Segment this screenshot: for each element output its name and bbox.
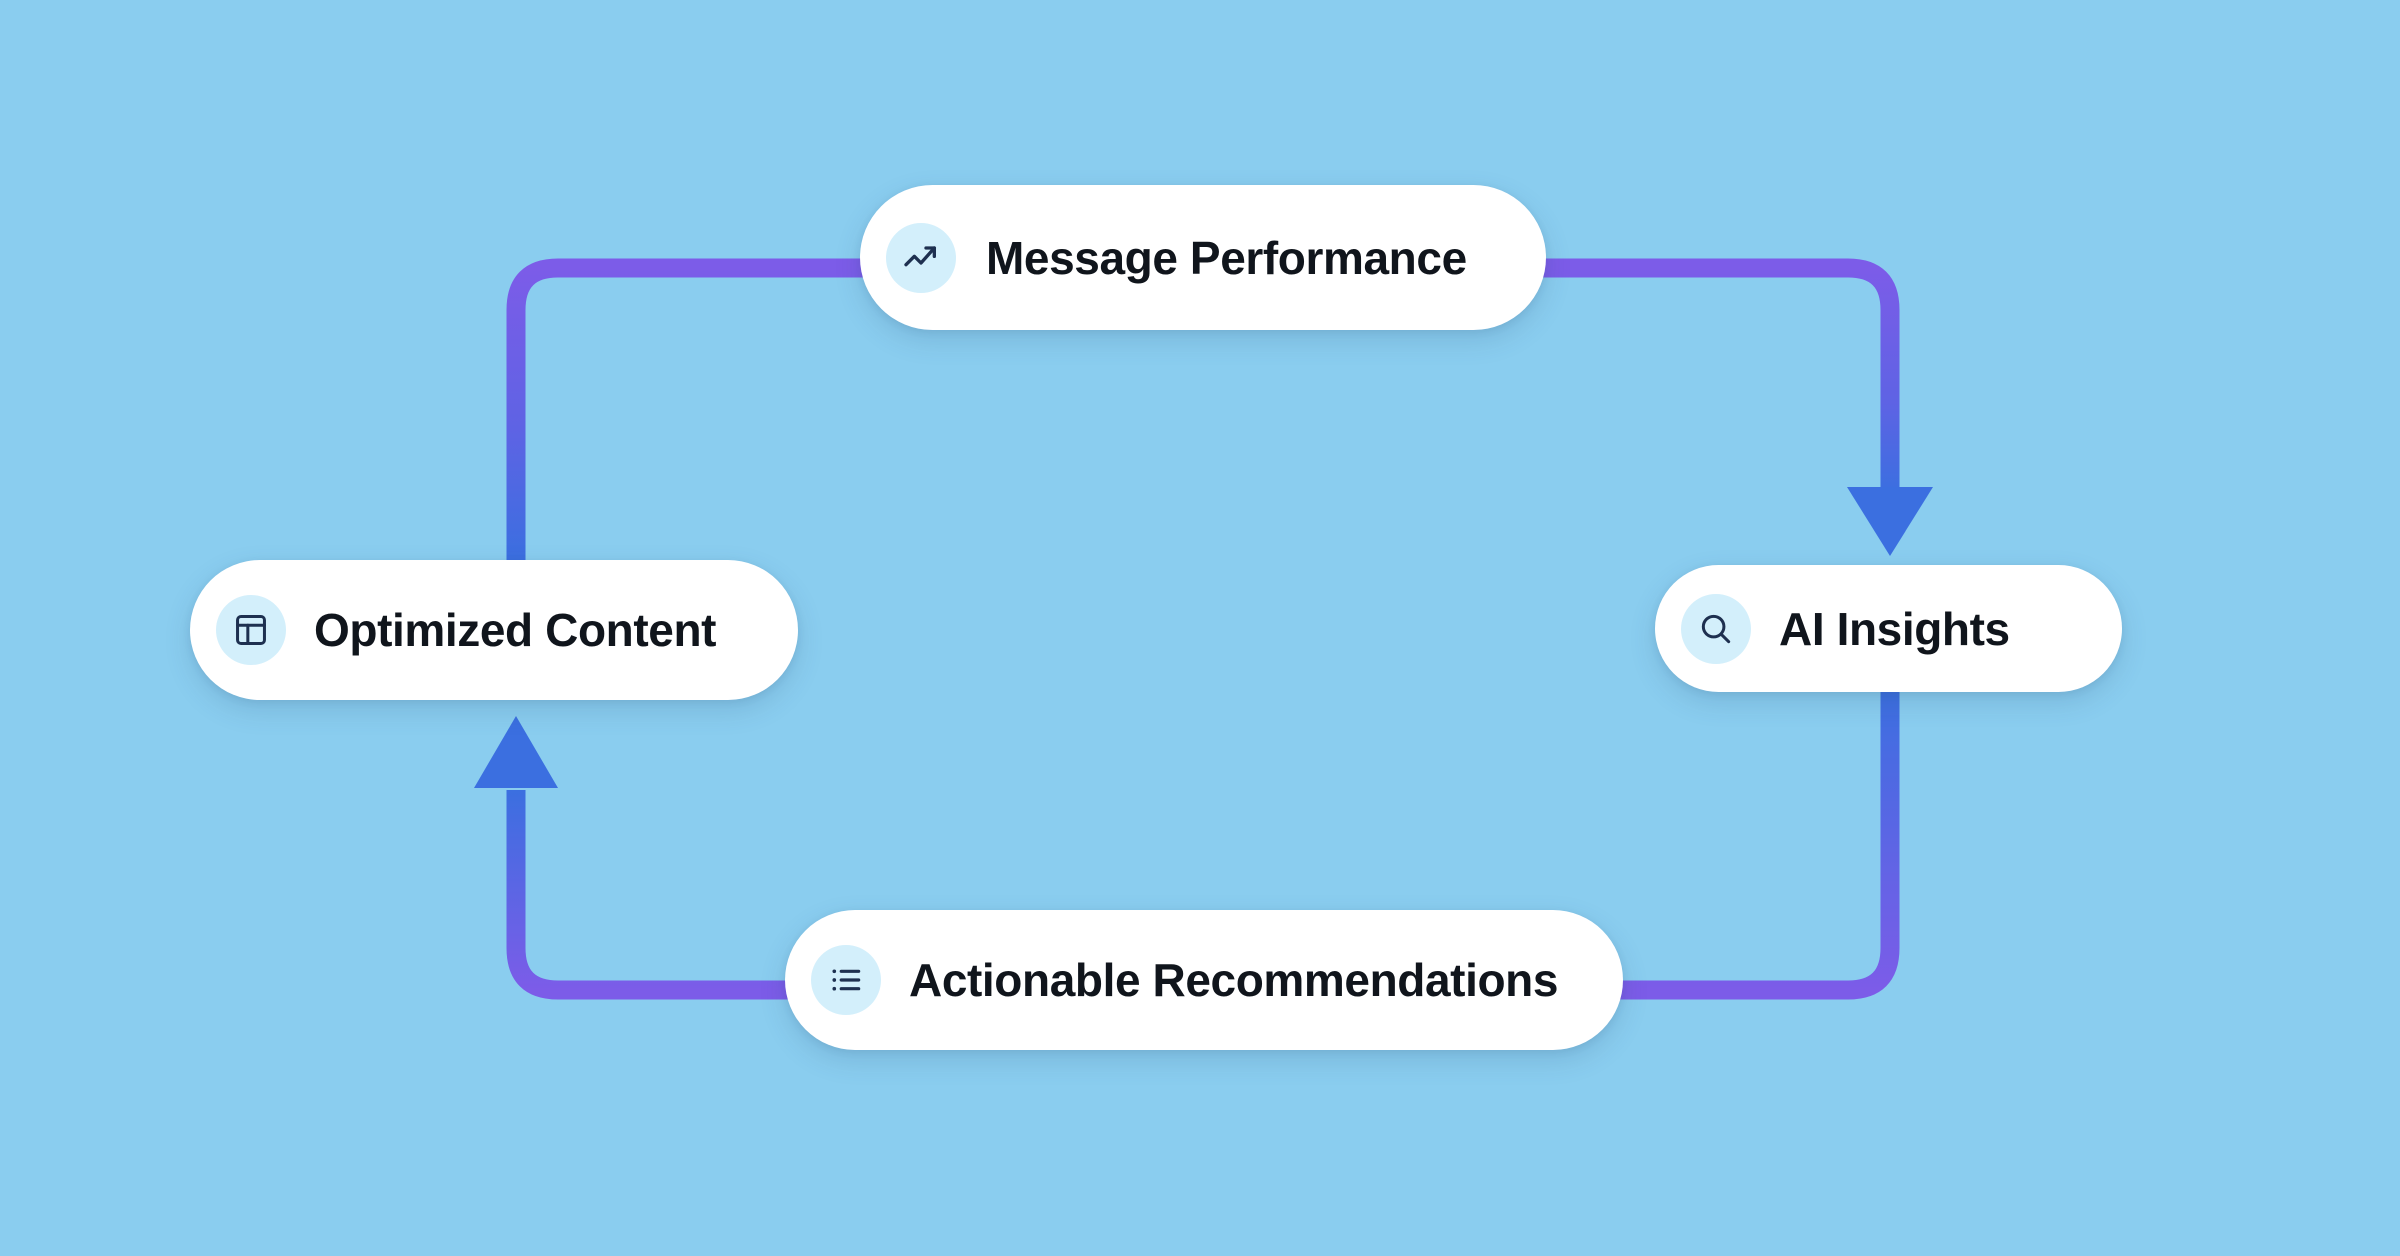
search-icon <box>1681 593 1751 664</box>
node-ai-insights[interactable]: AI Insights <box>1655 565 2122 692</box>
list-icon <box>811 945 881 1015</box>
trending-up-icon <box>886 222 956 293</box>
node-message-performance[interactable]: Message Performance <box>860 185 1546 330</box>
node-label: Actionable Recommendations <box>909 954 1559 1006</box>
node-actionable-recommendations[interactable]: Actionable Recommendations <box>785 910 1623 1050</box>
node-optimized-content[interactable]: Optimized Content <box>190 560 798 700</box>
node-label: Message Performance <box>986 231 1467 284</box>
edge-ai-to-recommendations <box>1610 688 1900 1000</box>
edge-optimized-to-message <box>506 258 880 560</box>
layout-panel-icon <box>216 595 286 665</box>
node-label: AI Insights <box>1779 602 2010 655</box>
edge-message-to-ai <box>1528 258 1900 492</box>
edge-recommendations-to-optimized <box>506 790 800 1000</box>
arrowhead-up-optimized-content <box>474 716 558 788</box>
arrowhead-down-ai-insights <box>1847 487 1933 556</box>
node-label: Optimized Content <box>314 604 717 656</box>
